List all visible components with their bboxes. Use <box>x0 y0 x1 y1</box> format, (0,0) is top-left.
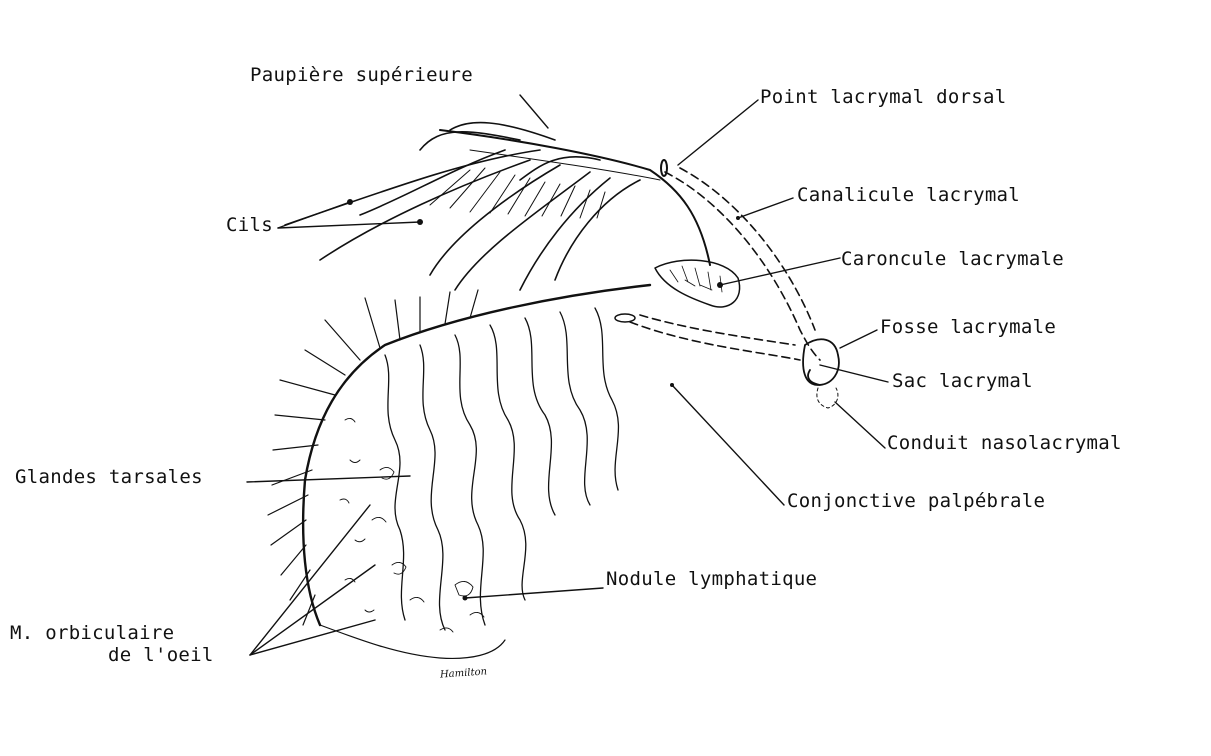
label-caroncule-lacrymale: Caroncule lacrymale <box>841 248 1064 270</box>
tarsal-glands <box>385 308 618 630</box>
lacrimal-punctum <box>661 160 667 176</box>
label-nodule-lymphatique: Nodule lymphatique <box>606 568 817 590</box>
leader-nodule <box>465 588 603 598</box>
label-glandes-tarsales: Glandes tarsales <box>15 466 203 488</box>
nasolacrimal-duct <box>817 388 838 408</box>
label-m-orbiculaire-line2: de l'oeil <box>108 644 214 666</box>
label-fosse-lacrymale: Fosse lacrymale <box>880 316 1056 338</box>
canaliculus-lower <box>640 315 795 345</box>
leader-conjonctive <box>672 385 784 505</box>
leader-orbiculaire-2 <box>250 565 375 655</box>
lower-punctum <box>615 314 635 322</box>
leader-cils-2 <box>278 222 420 228</box>
label-cils: Cils <box>226 214 273 236</box>
leader-fosse <box>840 330 877 348</box>
label-canalicule-lacrymal: Canalicule lacrymal <box>797 184 1020 206</box>
label-conjonctive-palpebrale: Conjonctive palpébrale <box>787 490 1045 512</box>
gland-stipple <box>340 418 484 632</box>
label-m-orbiculaire-line1: M. orbiculaire <box>10 622 174 644</box>
leader-paupiere <box>520 95 548 128</box>
caruncle-texture <box>670 266 722 292</box>
leader-dots <box>347 199 740 601</box>
canaliculus-lower-inner <box>630 322 800 360</box>
label-point-lacrymal-dorsal: Point lacrymal dorsal <box>760 86 1007 108</box>
label-conduit-nasolacrymal: Conduit nasolacrymal <box>887 432 1122 454</box>
canaliculus-upper-inner <box>680 168 815 330</box>
leader-canalicule <box>738 198 793 218</box>
leader-orbiculaire-1 <box>250 505 370 655</box>
tarsal-plate-border-outer <box>320 625 505 658</box>
label-paupiere-superieure: Paupière supérieure <box>250 64 473 86</box>
leader-cils-1 <box>278 202 350 228</box>
leader-orbiculaire-3 <box>250 620 375 655</box>
leader-conduit <box>835 402 885 448</box>
leader-point-lacrymal <box>678 100 758 165</box>
orbicularis-hairs <box>268 290 478 625</box>
eyelash-hatching <box>430 168 605 218</box>
label-sac-lacrymal: Sac lacrymal <box>892 370 1033 392</box>
leader-sac <box>820 365 888 382</box>
